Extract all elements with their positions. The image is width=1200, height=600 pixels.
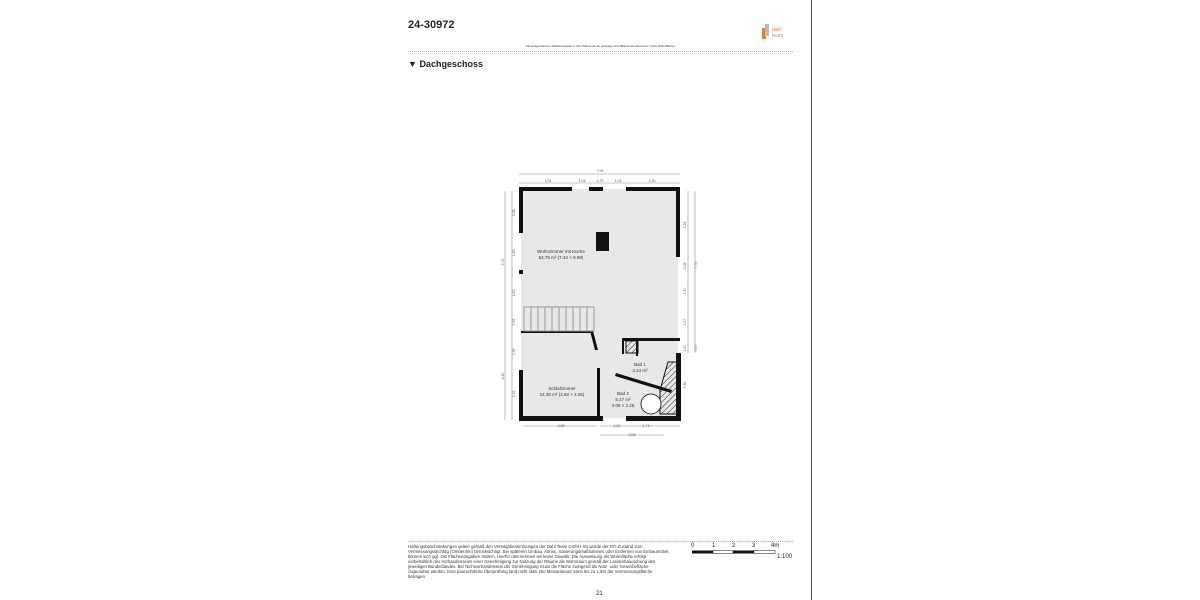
staircase	[523, 306, 595, 332]
room-area: 5.47 m²	[615, 397, 631, 402]
room-dims: 3.06 × 2.26	[612, 403, 635, 408]
svg-text:team: team	[772, 33, 783, 39]
dimension-label: 1.86	[683, 382, 687, 389]
walls	[519, 187, 681, 421]
dimension-label: 1.02	[614, 424, 621, 428]
scale-ratio: 1:100	[777, 554, 793, 560]
scale-tick: 0	[691, 543, 695, 549]
dimension-label: 1.67	[683, 319, 687, 326]
dimension-label: 7.74	[694, 262, 698, 269]
page-edge	[811, 0, 812, 600]
room-name: Bad 2	[617, 391, 629, 396]
shaft	[659, 361, 678, 415]
dimension-label: 1.67	[683, 288, 687, 295]
room-area: 54.75 m² (7.44 × 8.98)	[539, 255, 584, 260]
dimension-lines	[504, 173, 696, 436]
dimension-label: 3.68	[558, 424, 565, 428]
page-title: 24-30972	[408, 19, 455, 31]
room-area: 14.38 m² (3.68 × 4.06)	[540, 392, 585, 397]
dimension-label: 5.70	[501, 259, 505, 266]
dimension-label: 2.08	[512, 210, 516, 217]
dimension-label: 2.15	[512, 391, 516, 398]
dimension-label: 2.34	[545, 179, 552, 183]
floor-label: Dachgeschoss	[419, 59, 483, 69]
svg-text:dahl: dahl	[772, 27, 781, 33]
scale-tick: 4m	[771, 543, 780, 549]
scale-tick: 2	[732, 543, 736, 549]
scale-tick: 3	[752, 543, 756, 549]
room-name: Bad 1	[634, 362, 646, 367]
triangle-down-icon: ▼	[408, 59, 417, 69]
dimension-label: 1.04	[615, 179, 622, 183]
company-logo: dahl team	[762, 24, 783, 39]
room-name: Wohnzimmer mit Küche	[537, 249, 585, 254]
page-number: 21	[596, 591, 603, 597]
dimension-label: 3.06	[629, 433, 636, 437]
dimension-label: 0.38	[683, 263, 687, 270]
disclaimer: Haftungsbeschränkungen gelten gemäß den …	[408, 544, 670, 579]
dimension-label: 1.56	[512, 349, 516, 356]
dimension-label: 1.04	[579, 179, 586, 183]
dimension-label: 2.28	[683, 222, 687, 229]
dimension-label: 0.37	[683, 345, 687, 352]
scale-bar	[692, 550, 776, 554]
shaft	[625, 340, 639, 354]
dimension-label: 0.75	[597, 179, 604, 183]
floor-heading[interactable]: ▼ Dachgeschoss	[408, 59, 483, 69]
dimension-label: 1.33	[512, 250, 516, 257]
dimension-label: 7.94	[597, 169, 604, 173]
dimension-label: 2.30	[649, 179, 656, 183]
scale-tick: 1	[712, 543, 716, 549]
dimension-label: 0.92	[512, 319, 516, 326]
dimension-label: 1.81	[512, 290, 516, 297]
bathtub	[640, 393, 662, 415]
area-note: Die ausgewiesene Flächenangabe in den Pl…	[526, 44, 675, 48]
divider	[408, 541, 793, 542]
dimension-label: 4.20	[501, 373, 505, 380]
dimension-label: 0.37	[694, 345, 698, 352]
dimension-label: 1.74	[643, 424, 650, 428]
room-area: 3.24 m²	[632, 368, 648, 373]
divider	[408, 51, 793, 52]
room-name: Schlafzimmer	[548, 386, 576, 391]
